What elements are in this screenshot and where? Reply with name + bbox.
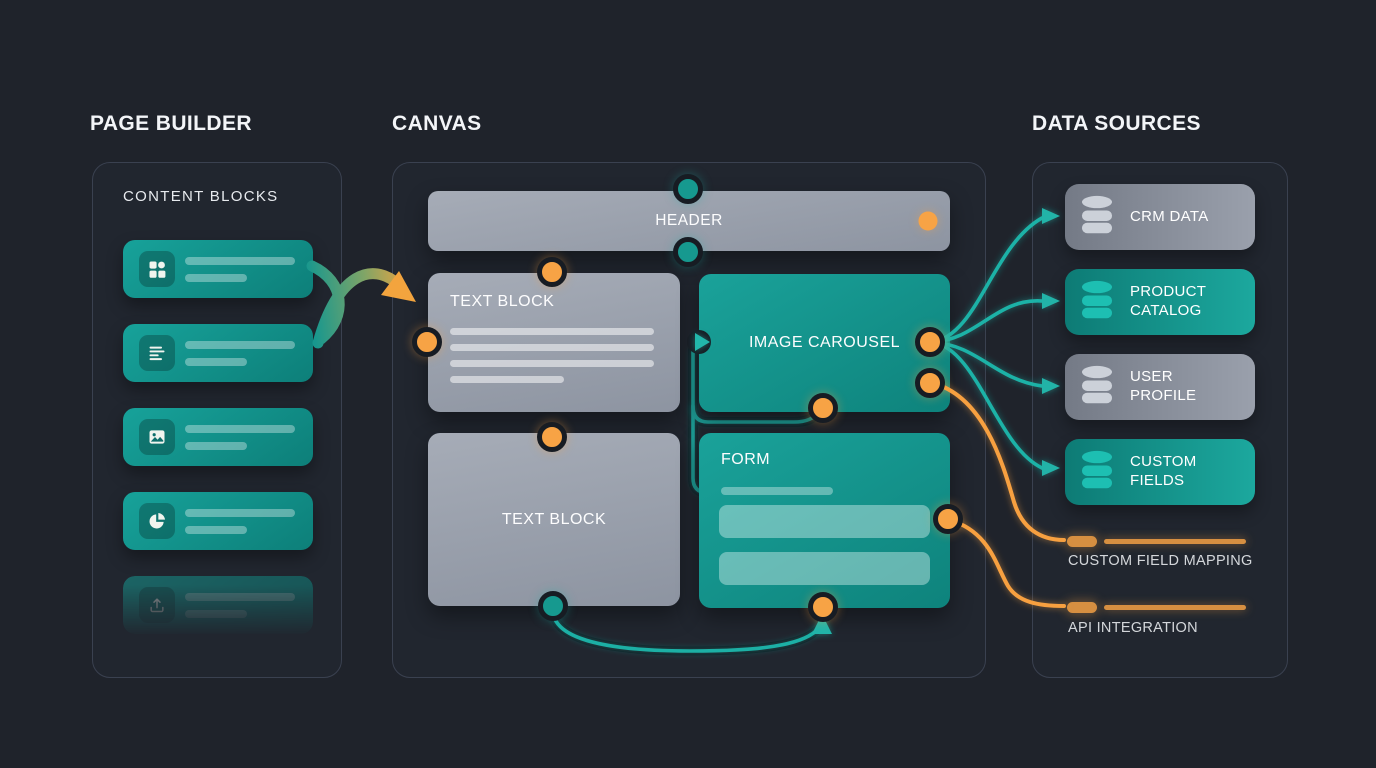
page-builder-heading: PAGE BUILDER <box>90 112 252 135</box>
data-source-label: CUSTOM FIELDS <box>1130 453 1197 489</box>
database-icon <box>1076 279 1118 326</box>
content-block-upload[interactable] <box>123 576 313 634</box>
skeleton-line <box>185 509 295 517</box>
content-block-text[interactable] <box>123 324 313 382</box>
skeleton-line <box>450 376 564 383</box>
canvas-heading: CANVAS <box>392 112 482 135</box>
data-source-label: USER PROFILE <box>1130 368 1197 404</box>
content-blocks-label: CONTENT BLOCKS <box>123 188 279 205</box>
connector-dot-textblock2-top[interactable] <box>537 422 567 452</box>
database-icon <box>1076 194 1118 241</box>
skeleton-line <box>185 610 247 618</box>
data-sources-heading: DATA SOURCES <box>1032 112 1201 135</box>
canvas-form-block[interactable]: FORM <box>699 433 950 608</box>
connector-dot-carousel-right-1[interactable] <box>915 327 945 357</box>
image-carousel-label: IMAGE CAROUSEL <box>748 334 901 351</box>
skeleton-line <box>185 442 247 450</box>
mapping-label: CUSTOM FIELD MAPPING <box>1068 553 1253 569</box>
skeleton-line <box>185 425 295 433</box>
data-source-custom-fields[interactable]: CUSTOM FIELDS <box>1065 439 1255 505</box>
skeleton-line <box>450 360 654 367</box>
form-block-label: FORM <box>721 451 771 468</box>
connector-dot-form-right[interactable] <box>933 504 963 534</box>
data-sources-panel: CRM DATA PRODUCT CATALOG USER PROFILE <box>1032 162 1288 678</box>
mapping-line <box>1104 539 1246 544</box>
skeleton-line <box>185 341 295 349</box>
form-input-field[interactable] <box>719 552 930 585</box>
form-input-field[interactable] <box>719 505 930 538</box>
mapping-pill <box>1067 602 1097 613</box>
connector-dot-textblock2-bottom[interactable] <box>538 591 568 621</box>
content-blocks-panel: CONTENT BLOCKS <box>92 162 342 678</box>
skeleton-line <box>185 358 247 366</box>
skeleton-line <box>185 257 295 265</box>
connector-dot-header-top[interactable] <box>673 174 703 204</box>
upload-icon <box>139 587 175 623</box>
mapping-pill <box>1067 536 1097 547</box>
text-lines-icon <box>139 335 175 371</box>
content-block-image[interactable] <box>123 408 313 466</box>
grid-icon <box>139 251 175 287</box>
skeleton-line <box>185 593 295 601</box>
data-source-product-catalog[interactable]: PRODUCT CATALOG <box>1065 269 1255 335</box>
text-block-label: TEXT BLOCK <box>450 293 555 310</box>
skeleton-line <box>450 328 654 335</box>
data-source-user-profile[interactable]: USER PROFILE <box>1065 354 1255 420</box>
connector-dot-header-right[interactable] <box>918 211 938 231</box>
header-block-label: HEADER <box>655 212 723 229</box>
canvas-image-carousel-block[interactable]: IMAGE CAROUSEL <box>699 274 950 412</box>
content-block-chart[interactable] <box>123 492 313 550</box>
canvas-text-block-top[interactable]: TEXT BLOCK <box>428 273 680 412</box>
data-source-label: CRM DATA <box>1130 207 1209 225</box>
mapping-line <box>1104 605 1246 610</box>
connector-dot-carousel-right-2[interactable] <box>915 368 945 398</box>
skeleton-line <box>185 274 247 282</box>
mapping-label: API INTEGRATION <box>1068 620 1198 636</box>
pie-chart-icon <box>139 503 175 539</box>
data-source-crm[interactable]: CRM DATA <box>1065 184 1255 250</box>
form-field-label-skeleton <box>721 487 833 495</box>
database-icon <box>1076 364 1118 411</box>
connector-dot-form-bottom[interactable] <box>808 592 838 622</box>
connector-dot-header-bottom[interactable] <box>673 237 703 267</box>
data-source-label: PRODUCT CATALOG <box>1130 283 1206 319</box>
database-icon <box>1076 449 1118 496</box>
connector-dot-carousel-bottom[interactable] <box>808 393 838 423</box>
skeleton-line <box>450 344 654 351</box>
connector-dot-textblock-top[interactable] <box>537 257 567 287</box>
image-icon <box>139 419 175 455</box>
text-block-label: TEXT BLOCK <box>501 510 607 528</box>
canvas-text-block-bottom[interactable]: TEXT BLOCK <box>428 433 680 606</box>
connector-dot-textblock-left[interactable] <box>412 327 442 357</box>
content-block-grid[interactable] <box>123 240 313 298</box>
skeleton-line <box>185 526 247 534</box>
